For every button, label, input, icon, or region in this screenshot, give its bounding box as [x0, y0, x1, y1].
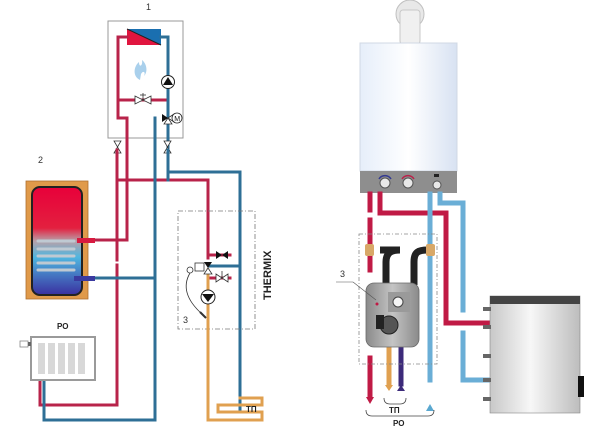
radiator-valve-icon — [19, 340, 29, 348]
water-tank — [25, 180, 95, 300]
temperature-dial-icon[interactable] — [378, 174, 392, 189]
flame-icon — [134, 60, 147, 80]
flow-arrow-up-icon — [397, 385, 405, 391]
mode-switch-icon[interactable] — [432, 174, 442, 190]
r-floor-label: ТП — [389, 406, 400, 415]
left-schematic: 1 — [19, 2, 274, 422]
r-cold-pipe-tank — [460, 330, 493, 383]
mixing-valve-icon — [185, 262, 213, 319]
tank-coil — [36, 239, 76, 272]
ball-valve-icon — [113, 140, 172, 154]
radiator-label: РО — [57, 322, 68, 331]
cold-pipe-radiator — [42, 188, 157, 422]
boiler-return-pipe — [159, 35, 170, 152]
group-pump-icon — [200, 289, 216, 305]
boiler-label: 1 — [146, 2, 151, 12]
floor-heating-loop — [206, 396, 264, 422]
tank-label: 2 — [38, 155, 43, 165]
floor-label: ТП — [246, 405, 257, 414]
r-radiator-label: РО — [393, 419, 404, 428]
hot-pipe-tank — [93, 148, 129, 242]
motor-icon: M — [171, 112, 183, 124]
svg-text:M: M — [174, 116, 180, 123]
wall-boiler — [359, 42, 458, 172]
r-cold-pipe-2 — [437, 191, 466, 313]
floor-bracket — [383, 397, 407, 405]
flow-arrow-down-icon — [366, 397, 374, 404]
heat-exchanger-icon — [126, 28, 162, 46]
fitting-icon — [365, 244, 374, 256]
radiator — [19, 336, 96, 381]
mixing-group-unit — [365, 244, 435, 348]
hot-pipe-radiator — [38, 263, 119, 407]
flow-arrow-up-icon-2 — [426, 404, 434, 411]
hot-pipe-to-group — [115, 178, 210, 260]
flow-arrow-down-icon-2 — [385, 385, 393, 391]
fitting-icon-2 — [426, 244, 435, 256]
bypass-valve-icon — [134, 93, 152, 105]
thermix-label: THERMIX — [262, 250, 274, 300]
flue-pipe — [395, 0, 425, 45]
right-illustration: 3 ТП РО — [336, 0, 584, 428]
r-group-box — [358, 233, 438, 365]
r-hot-pipe-tank — [377, 191, 493, 326]
thermix-group-box — [177, 210, 256, 330]
ball-valve-icon-group — [216, 251, 228, 259]
cylinder-heater-icon — [578, 376, 584, 397]
radiator-bracket — [365, 409, 435, 417]
thermometer-icon — [392, 296, 404, 308]
group-label: 3 — [183, 315, 188, 325]
temperature-dial-icon-2[interactable] — [401, 174, 415, 189]
pump-icon — [161, 75, 175, 89]
cold-pipe-main — [166, 148, 242, 412]
boiler-supply-pipe — [116, 35, 129, 152]
cold-pipe-tank — [93, 148, 157, 280]
storage-cylinder — [483, 295, 584, 414]
thermostatic-valve-icon — [215, 271, 229, 283]
r-group-label: 3 — [340, 269, 345, 279]
